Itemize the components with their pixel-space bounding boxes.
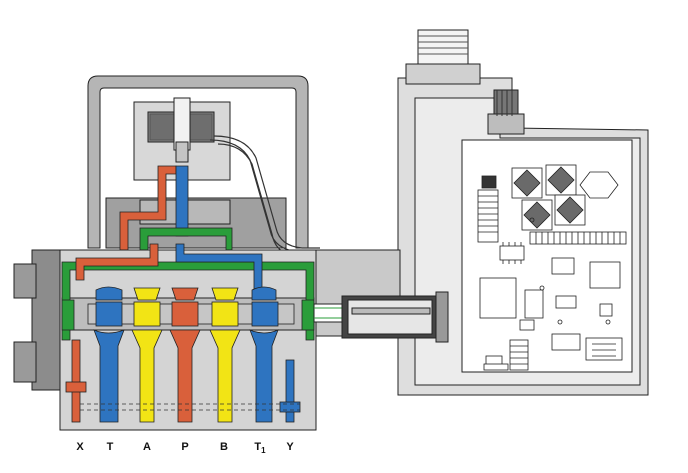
pilot-ports	[65, 339, 301, 423]
port-label-a: A	[143, 441, 151, 453]
port-label-t1-main: T	[254, 441, 261, 453]
port-label-x: X	[76, 441, 84, 453]
port-label-p: P	[181, 441, 188, 453]
port-label-b: B	[220, 441, 228, 453]
pilot-valve	[105, 97, 287, 249]
pressure-line-top	[75, 243, 159, 281]
pilot-channels	[119, 165, 233, 253]
port-labels: X T A P B T1 Y	[76, 441, 294, 455]
pilot-return-loop	[61, 261, 315, 341]
position-sensor	[313, 291, 449, 343]
top-frame	[87, 75, 309, 249]
port-label-y: Y	[286, 441, 294, 453]
port-label-t1-sub: 1	[261, 446, 266, 455]
port-label-t: T	[107, 441, 114, 453]
port-label-t1: T1	[254, 441, 266, 455]
spool-lands	[87, 286, 295, 423]
circuit-board	[477, 164, 627, 371]
